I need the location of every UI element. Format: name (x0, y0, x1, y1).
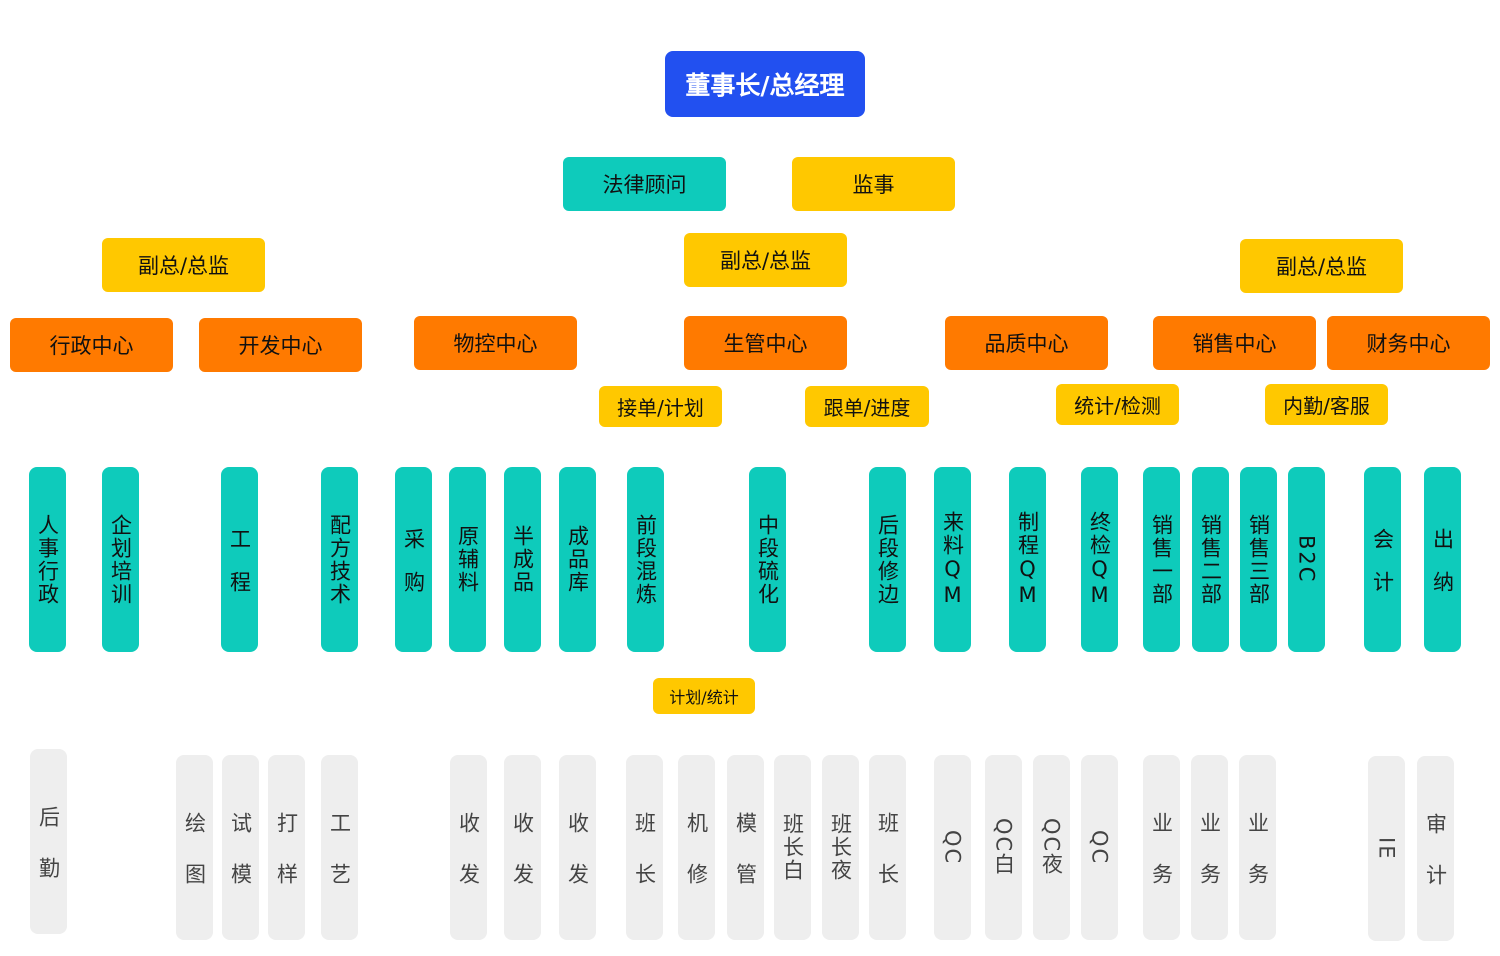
role-follow-progress: 跟单/进度 (805, 386, 929, 427)
legal-advisor-node: 法律顾问 (563, 157, 726, 211)
dept-sales-3: 销售三部 (1240, 467, 1277, 652)
dept-cashier: 出纳 (1424, 467, 1461, 652)
role-order-plan: 接单/计划 (599, 386, 722, 427)
dept-formula-tech: 配方技术 (321, 467, 358, 652)
staff-team-leader-1: 班长 (626, 755, 663, 940)
supervisor-node: 监事 (792, 157, 955, 211)
staff-team-leader-night: 班长夜 (822, 755, 859, 940)
dept-raw-material: 原辅料 (449, 467, 486, 652)
staff-receiving-3: 收发 (559, 755, 596, 940)
dept-accounting: 会计 (1364, 467, 1401, 652)
role-stat-inspect: 统计/检测 (1056, 384, 1179, 425)
dept-final-qm: 终检QM (1081, 467, 1118, 652)
center-finance: 财务中心 (1327, 316, 1490, 370)
role-plan-stat: 计划/统计 (653, 678, 755, 714)
staff-maintenance: 机修 (678, 755, 715, 940)
staff-mold-mgmt: 模管 (727, 755, 764, 940)
staff-receiving-1: 收发 (450, 755, 487, 940)
center-dev: 开发中心 (199, 318, 362, 372)
staff-trial-mold: 试模 (222, 755, 259, 940)
center-material: 物控中心 (414, 316, 577, 370)
role-internal-service: 内勤/客服 (1265, 384, 1388, 425)
staff-qc-1: QC (934, 755, 971, 940)
center-production: 生管中心 (684, 316, 847, 370)
dept-purchasing: 采购 (395, 467, 432, 652)
center-quality: 品质中心 (945, 316, 1108, 370)
staff-qc-2: QC (1081, 755, 1118, 940)
dept-mid-vulcanizing: 中段硫化 (749, 467, 786, 652)
staff-audit: 审计 (1417, 756, 1454, 941)
vp-left-node: 副总/总监 (102, 238, 265, 292)
dept-hr-admin: 人事行政 (29, 467, 66, 652)
staff-receiving-2: 收发 (504, 755, 541, 940)
dept-sales-2: 销售二部 (1192, 467, 1229, 652)
center-sales: 销售中心 (1153, 316, 1316, 370)
dept-back-trimming: 后段修边 (869, 467, 906, 652)
staff-team-leader-2: 班长 (869, 755, 906, 940)
staff-business-3: 业务 (1239, 755, 1276, 940)
staff-qc-day: QC白 (985, 755, 1022, 940)
dept-planning-training: 企划培训 (102, 467, 139, 652)
staff-process: 工艺 (321, 755, 358, 940)
staff-team-leader-day: 班长白 (774, 755, 811, 940)
dept-b2c: B2C (1288, 467, 1325, 652)
dept-incoming-qm: 来料QM (934, 467, 971, 652)
staff-qc-night: QC夜 (1033, 755, 1070, 940)
staff-business-2: 业务 (1191, 755, 1228, 940)
vp-middle-node: 副总/总监 (684, 233, 847, 287)
staff-ie: IE (1368, 756, 1405, 941)
dept-front-mixing: 前段混炼 (627, 467, 664, 652)
center-admin: 行政中心 (10, 318, 173, 372)
ceo-node: 董事长/总经理 (665, 51, 865, 117)
vp-right-node: 副总/总监 (1240, 239, 1403, 293)
dept-sales-1: 销售一部 (1143, 467, 1180, 652)
staff-logistics: 后勤 (30, 749, 67, 934)
dept-semi-finished: 半成品 (504, 467, 541, 652)
staff-business-1: 业务 (1143, 755, 1180, 940)
dept-engineering: 工程 (221, 467, 258, 652)
dept-process-qm: 制程QM (1009, 467, 1046, 652)
staff-drawing: 绘图 (176, 755, 213, 940)
staff-sampling: 打样 (268, 755, 305, 940)
dept-finished-warehouse: 成品库 (559, 467, 596, 652)
